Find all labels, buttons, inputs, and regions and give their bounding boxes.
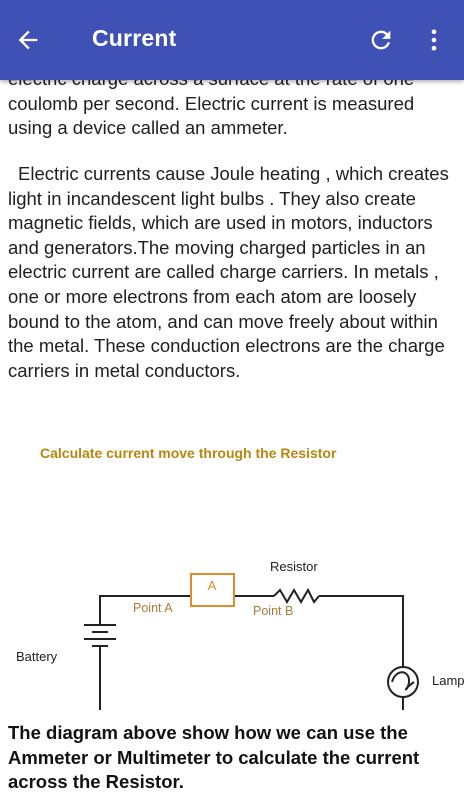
more-vert-icon: [431, 29, 437, 51]
overflow-menu-button[interactable]: [420, 26, 448, 54]
resistor-symbol: [273, 587, 320, 604]
point-a-label: Point A: [133, 601, 173, 615]
arrow-left-icon: [18, 30, 38, 50]
circuit-diagram-svg: Calculate current move through the Resis…: [16, 445, 464, 767]
resistor-label: Resistor: [270, 559, 318, 574]
refresh-button[interactable]: [367, 26, 395, 54]
battery-symbol: [84, 624, 116, 647]
battery-label: Battery: [16, 649, 58, 664]
ammeter-box: [190, 573, 235, 607]
diagram-title: Calculate current move through the Resis…: [40, 445, 337, 461]
article-paragraph: electric charge across a surface at the …: [8, 80, 415, 139]
point-b-label: Point B: [253, 604, 293, 618]
lamp-label: Lamp: [432, 673, 464, 688]
lamp-symbol: [387, 666, 419, 698]
diagram-caption: The diagram above show how we can use th…: [8, 722, 420, 793]
article-paragraph: Electric currents cause Joule heating , …: [8, 163, 449, 381]
app-bar: Current: [0, 0, 464, 80]
ammeter-label: A: [208, 578, 217, 593]
refresh-icon: [371, 30, 391, 50]
page-title: Current: [92, 25, 177, 51]
article-content[interactable]: electric charge across a surface at the …: [0, 80, 464, 800]
circuit-diagram: Calculate current move through the Resis…: [0, 430, 464, 767]
back-button[interactable]: [14, 26, 42, 54]
